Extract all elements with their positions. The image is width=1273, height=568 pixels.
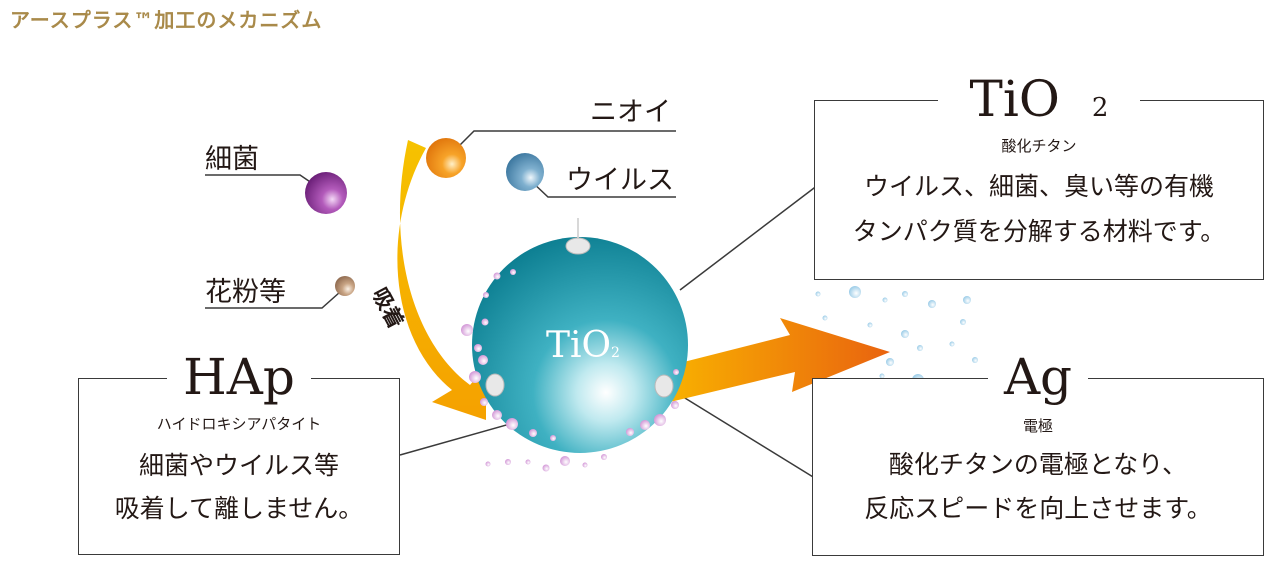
ag-title: Ag — [813, 347, 1263, 407]
odor-leader — [452, 130, 676, 153]
bacteria-label: 細菌 — [205, 144, 259, 175]
odor-label: ニオイ — [590, 97, 671, 128]
pollen-leader — [205, 291, 341, 309]
tio2-line-1: ウイルス、細菌、臭い等の有機 — [863, 172, 1214, 201]
hap-info-box: HAp ハイドロキシアパタイト 細菌やウイルス等 吸着して離しません。 — [78, 348, 400, 555]
bacteria-ball — [305, 172, 347, 214]
tio2-line-2: タンパク質を分解する材料です。 — [852, 217, 1226, 246]
hap-line-1: 細菌やウイルス等 — [138, 451, 339, 480]
page-title: アースプラス™加工のメカニズム — [10, 8, 323, 32]
hap-line-2: 吸着して離しません。 — [114, 494, 364, 523]
adsorb-arrow — [397, 140, 486, 420]
hap-title: HAp — [79, 347, 399, 407]
ag-line-2: 反応スピードを向上させます。 — [864, 494, 1212, 523]
hap-subtitle: ハイドロキシアパタイト — [156, 415, 322, 433]
pollen-ball — [335, 276, 355, 296]
ag-line-1: 酸化チタンの電極となり、 — [888, 450, 1188, 479]
virus-ball — [506, 153, 544, 191]
sphere-label: TiO2 — [546, 325, 620, 366]
odor-ball — [426, 138, 466, 178]
hap-dots — [461, 269, 679, 472]
bacteria-leader — [205, 174, 323, 191]
pollen-label: 花粉等 — [205, 277, 286, 308]
ag-subtitle: 電極 — [1022, 417, 1053, 435]
virus-label: ウイルス — [566, 165, 674, 196]
decompose-arrow — [660, 318, 890, 402]
hap-leader — [399, 423, 511, 456]
ag-electrodes — [485, 218, 674, 398]
ag-info-box: Ag 電極 酸化チタンの電極となり、 反応スピードを向上させます。 — [812, 348, 1264, 556]
tio2-leader — [679, 184, 819, 291]
leader-lines — [205, 130, 819, 481]
tio2-sphere — [472, 237, 688, 453]
ag-leader — [679, 394, 819, 481]
tio2-subtitle: 酸化チタン — [1001, 137, 1077, 155]
